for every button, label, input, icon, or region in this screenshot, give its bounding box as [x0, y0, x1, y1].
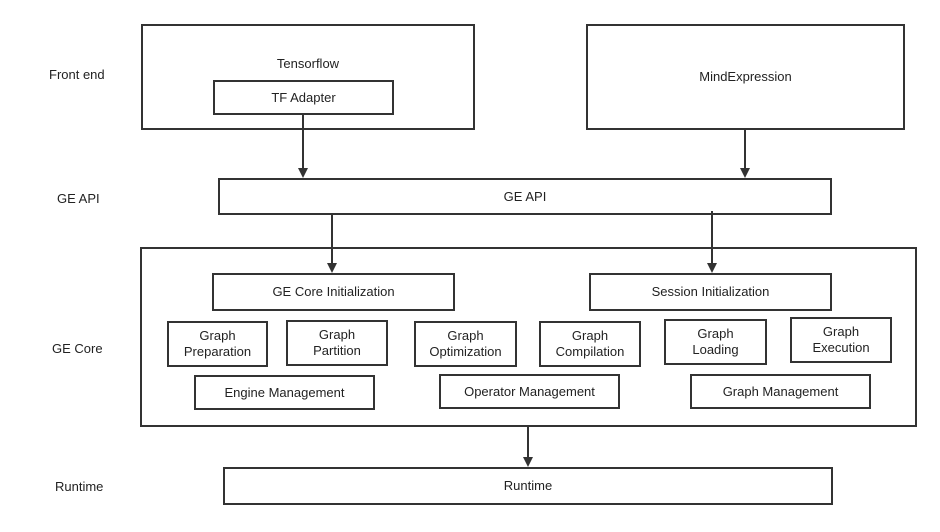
runtime-box: Runtime	[223, 467, 833, 505]
ge-api-label: GE API	[503, 188, 547, 204]
engine-management-label: Engine Management	[224, 384, 345, 400]
layer-label-ge-api: GE API	[57, 191, 100, 206]
graph-management-box: Graph Management	[690, 374, 871, 409]
session-initialization-box: Session Initialization	[589, 273, 832, 311]
module-label-line2: Execution	[812, 340, 870, 355]
module-label-line1: Graph	[822, 324, 860, 339]
module-label-line2: Optimization	[429, 344, 502, 359]
module-label-line2: Partition	[313, 343, 361, 358]
tensorflow-label: Tensorflow	[276, 56, 340, 71]
module-label-line1: Graph	[571, 328, 609, 343]
module-label-line1: Graph	[697, 326, 734, 341]
module-label-line1: Graph	[447, 328, 484, 343]
layer-label-ge-core: GE Core	[52, 341, 103, 356]
ge-api-box: GE API	[218, 178, 832, 215]
operator-management-label: Operator Management	[464, 383, 595, 399]
module-label-line1: Graph	[199, 328, 236, 343]
runtime-label: Runtime	[503, 478, 553, 493]
module-label-line2: Loading	[692, 342, 739, 357]
graph-management-label: Graph Management	[722, 383, 839, 399]
ge-core-initialization-box: GE Core Initialization	[212, 273, 455, 311]
layer-label-runtime: Runtime	[55, 479, 104, 494]
tf-adapter-label: TF Adapter	[271, 89, 336, 105]
module-label-line2: Preparation	[183, 344, 252, 359]
ge-core-initialization-label: GE Core Initialization	[272, 284, 395, 299]
layer-label-front-end: Front end	[49, 67, 105, 82]
module-label-line2: Compilation	[555, 344, 625, 359]
tf-adapter-box: TF Adapter	[213, 80, 394, 115]
session-initialization-label: Session Initialization	[651, 284, 770, 299]
module-label-line1: Graph	[318, 327, 356, 342]
operator-management-box: Operator Management	[439, 374, 620, 409]
mindexpression-label: MindExpression	[699, 69, 792, 84]
mindexpression-box: MindExpression	[586, 24, 905, 130]
engine-management-box: Engine Management	[194, 375, 375, 410]
